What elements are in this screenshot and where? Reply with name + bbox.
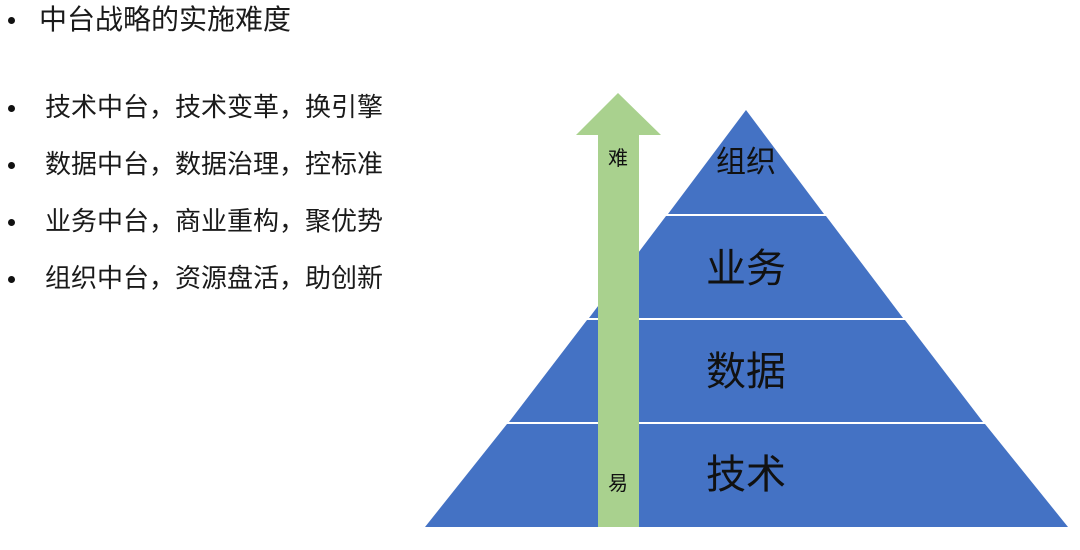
list-item-text: 业务中台，商业重构，聚优势 — [45, 207, 384, 237]
bullet-icon — [8, 16, 15, 24]
bullet-icon — [8, 105, 15, 112]
bullet-list: 技术中台，技术变革，换引擎 数据中台，数据治理，控标准 业务中台，商业重构，聚优… — [8, 80, 383, 308]
bullet-icon — [8, 219, 15, 226]
slide-title-text: 中台战略的实施难度 — [39, 3, 292, 36]
list-item-text: 技术中台，技术变革，换引擎 — [45, 93, 384, 123]
slide-title: 中台战略的实施难度 — [8, 2, 291, 38]
list-item: 业务中台，商业重构，聚优势 — [8, 194, 383, 251]
layer-label-data: 数据 — [706, 349, 786, 395]
list-item-text: 数据中台，数据治理，控标准 — [45, 150, 384, 180]
list-item: 技术中台，技术变革，换引擎 — [8, 80, 383, 137]
bullet-icon — [8, 276, 15, 283]
arrow-label-hard: 难 — [608, 146, 628, 170]
layer-label-technology: 技术 — [706, 452, 786, 498]
layer-label-organization: 组织 — [716, 145, 776, 180]
bullet-icon — [8, 162, 15, 169]
arrow-label-easy: 易 — [608, 471, 628, 495]
list-item: 组织中台，资源盘活，助创新 — [8, 251, 383, 308]
list-item-text: 组织中台，资源盘活，助创新 — [45, 264, 384, 294]
pyramid-layer-organization — [668, 110, 824, 214]
list-item: 数据中台，数据治理，控标准 — [8, 137, 383, 194]
pyramid-layer-technology — [425, 424, 1068, 527]
pyramid-layer-business — [589, 216, 903, 318]
layer-label-business: 业务 — [706, 246, 786, 292]
difficulty-arrow-icon — [576, 93, 661, 527]
